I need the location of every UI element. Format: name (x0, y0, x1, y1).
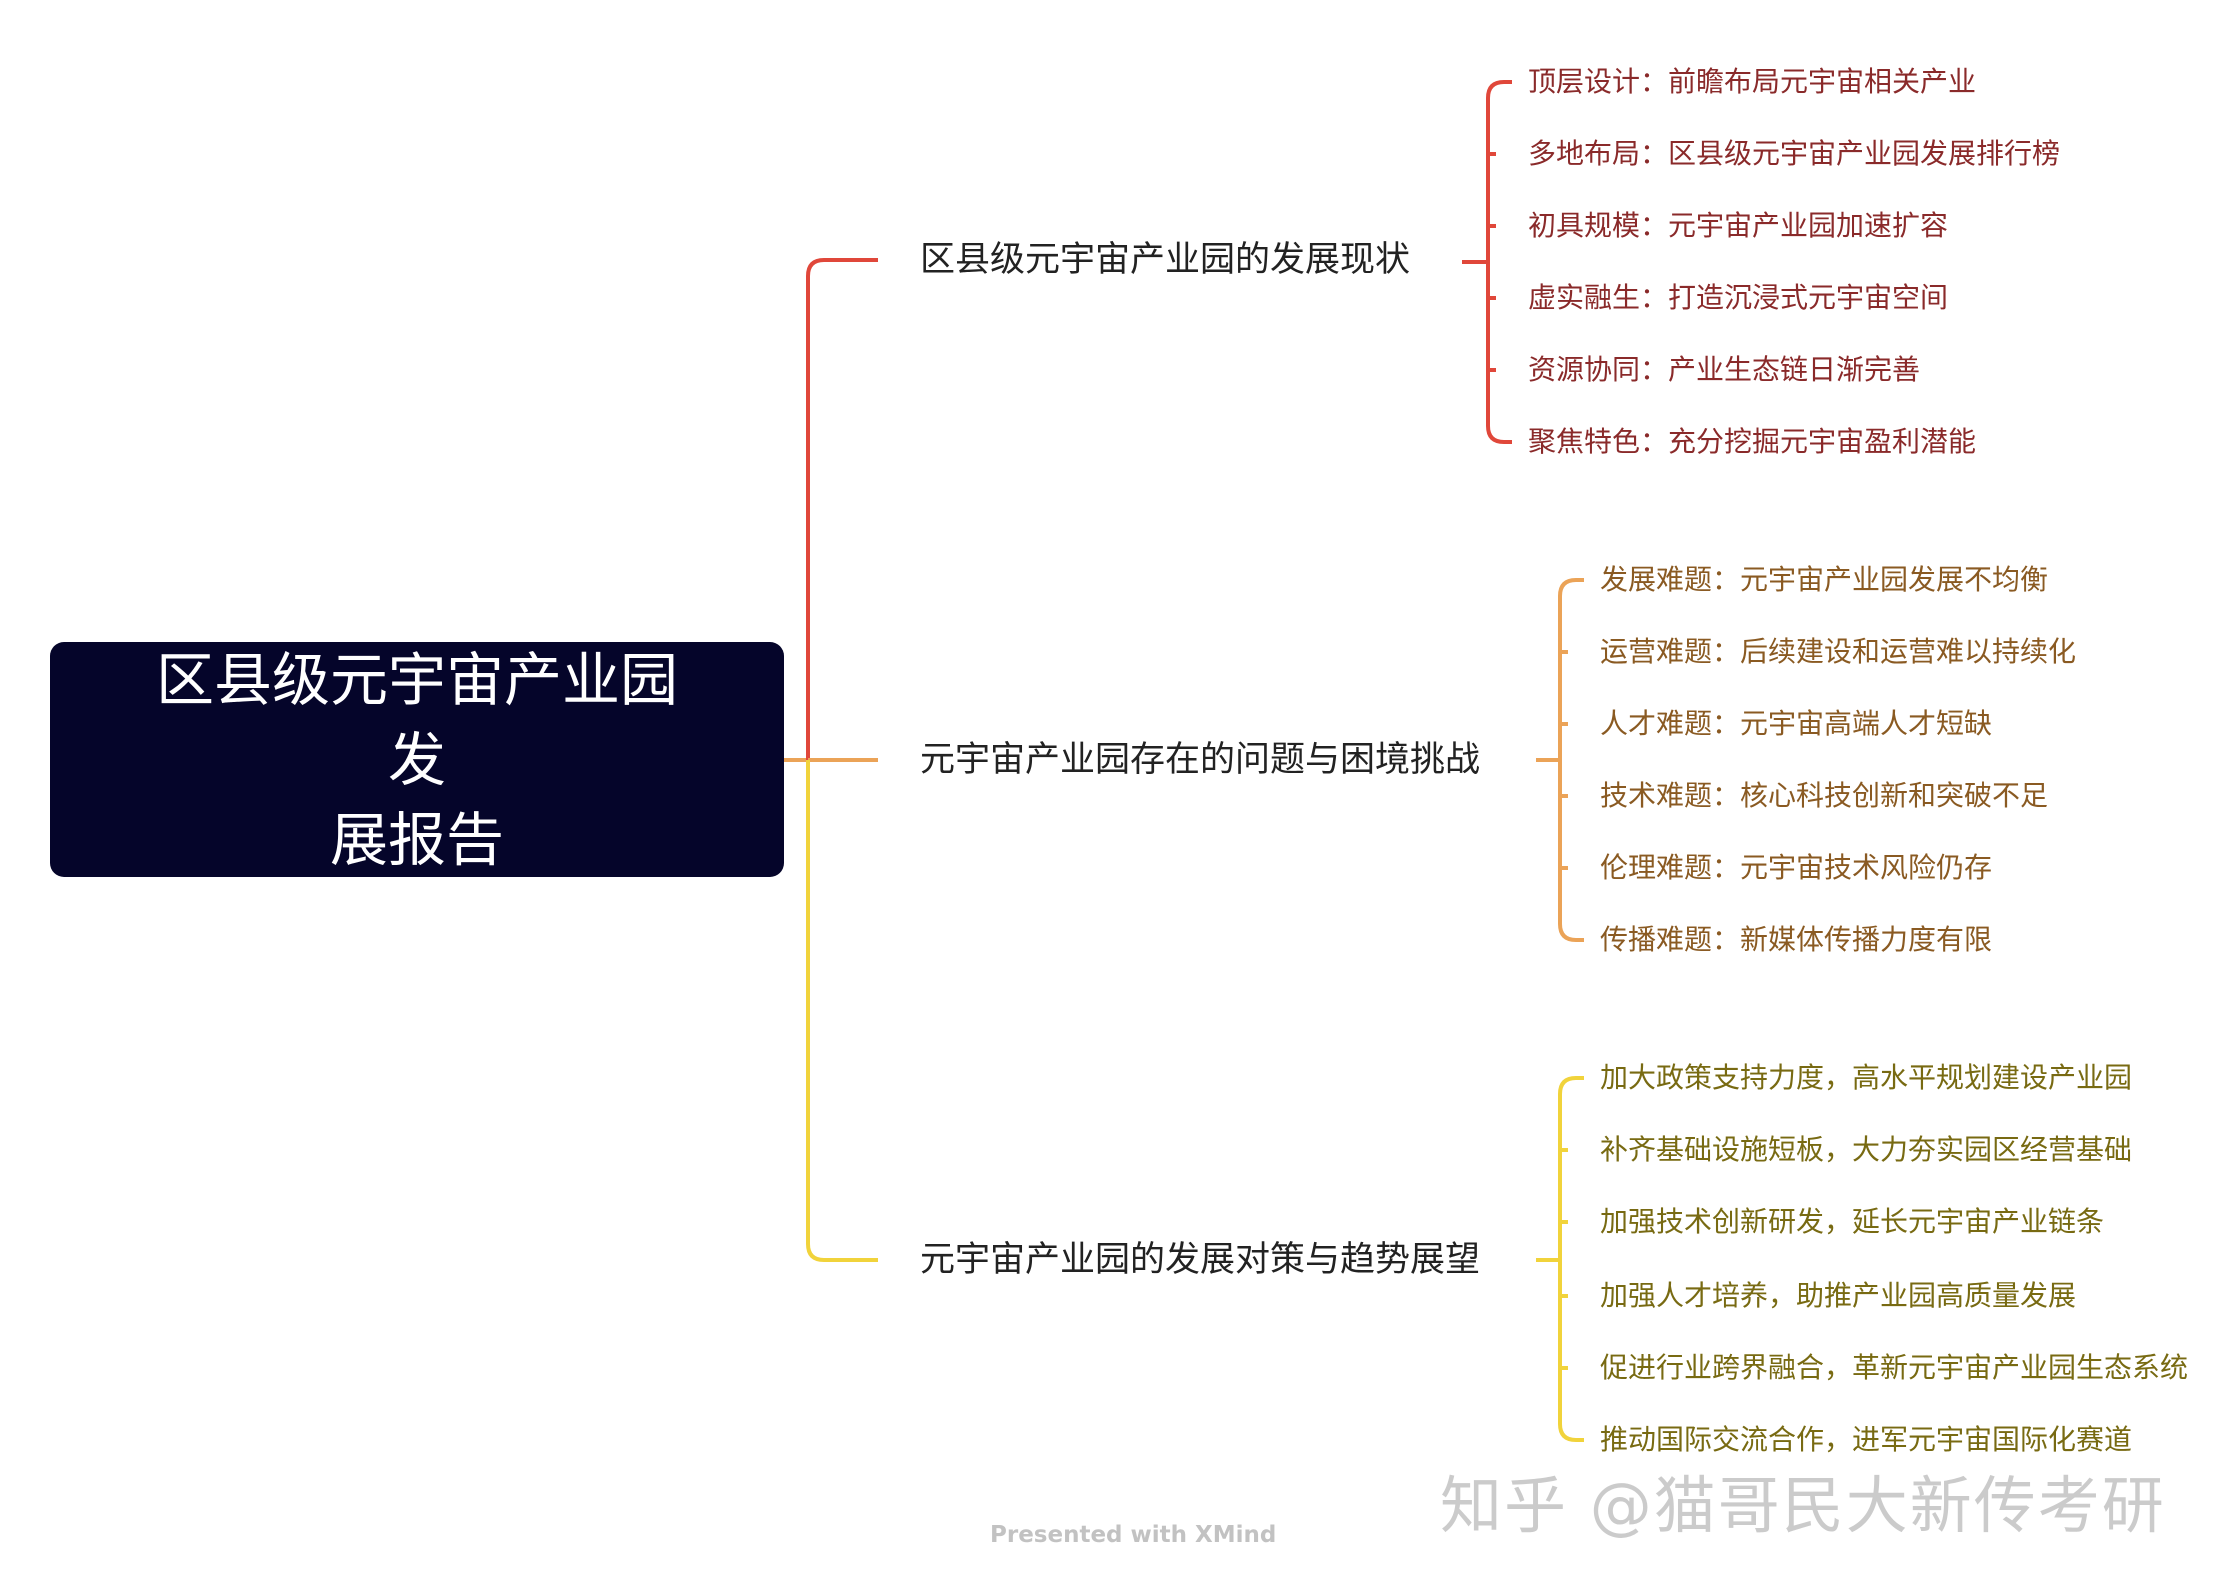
connector-branch-1 (806, 258, 878, 760)
branch-topic-3[interactable]: 元宇宙产业园的发展对策与趋势展望 (920, 1240, 1481, 1280)
leaf-topic[interactable]: 资源协同：产业生态链日渐完善 (1528, 353, 1921, 386)
branch-topic-2[interactable]: 元宇宙产业园存在的问题与困境挑战 (920, 740, 1481, 780)
leaf-topic[interactable]: 虚实融生：打造沉浸式元宇宙空间 (1528, 281, 1949, 314)
leaf-topic[interactable]: 补齐基础设施短板，大力夯实园区经营基础 (1600, 1133, 2133, 1166)
leaf-topic[interactable]: 初具规模：元宇宙产业园加速扩容 (1528, 209, 1949, 242)
watermark-text: 知乎 @猫哥民大新传考研 (1440, 1469, 2166, 1542)
leaf-topic[interactable]: 推动国际交流合作，进军元宇宙国际化赛道 (1600, 1423, 2133, 1456)
leaf-bracket-1 (1462, 80, 1512, 444)
leaf-topic[interactable]: 伦理难题：元宇宙技术风险仍存 (1600, 851, 1993, 884)
root-title-line-1: 区县级元宇宙产业园发 (155, 645, 678, 794)
leaf-topic[interactable]: 运营难题：后续建设和运营难以持续化 (1600, 635, 2077, 668)
branch-topic-1[interactable]: 区县级元宇宙产业园的发展现状 (920, 240, 1411, 280)
connector-branch-3 (806, 760, 878, 1262)
presented-with-footer: Presented with XMind (990, 1522, 1277, 1548)
root-topic[interactable]: 区县级元宇宙产业园发 展报告 (50, 642, 784, 877)
leaf-topic[interactable]: 顶层设计：前瞻布局元宇宙相关产业 (1528, 65, 1977, 98)
leaf-topic[interactable]: 加强人才培养，助推产业园高质量发展 (1600, 1279, 2077, 1312)
leaf-topic[interactable]: 聚焦特色：充分挖掘元宇宙盈利潜能 (1528, 425, 1977, 458)
leaf-topic[interactable]: 技术难题：核心科技创新和突破不足 (1600, 779, 2049, 812)
leaf-topic[interactable]: 促进行业跨界融合，革新元宇宙产业园生态系统 (1600, 1351, 2189, 1384)
leaf-topic[interactable]: 加强技术创新研发，延长元宇宙产业链条 (1600, 1205, 2105, 1238)
root-title-line-2: 展报告 (329, 805, 504, 874)
root-title: 区县级元宇宙产业园发 展报告 (140, 640, 694, 880)
leaf-topic[interactable]: 发展难题：元宇宙产业园发展不均衡 (1600, 563, 2049, 596)
leaf-bracket-3 (1536, 1076, 1584, 1442)
leaf-bracket-2 (1536, 578, 1584, 942)
leaf-topic[interactable]: 人才难题：元宇宙高端人才短缺 (1600, 707, 1993, 740)
leaf-topic[interactable]: 多地布局：区县级元宇宙产业园发展排行榜 (1528, 137, 2061, 170)
leaf-topic[interactable]: 加大政策支持力度，高水平规划建设产业园 (1600, 1061, 2133, 1094)
leaf-topic[interactable]: 传播难题：新媒体传播力度有限 (1600, 923, 1993, 956)
